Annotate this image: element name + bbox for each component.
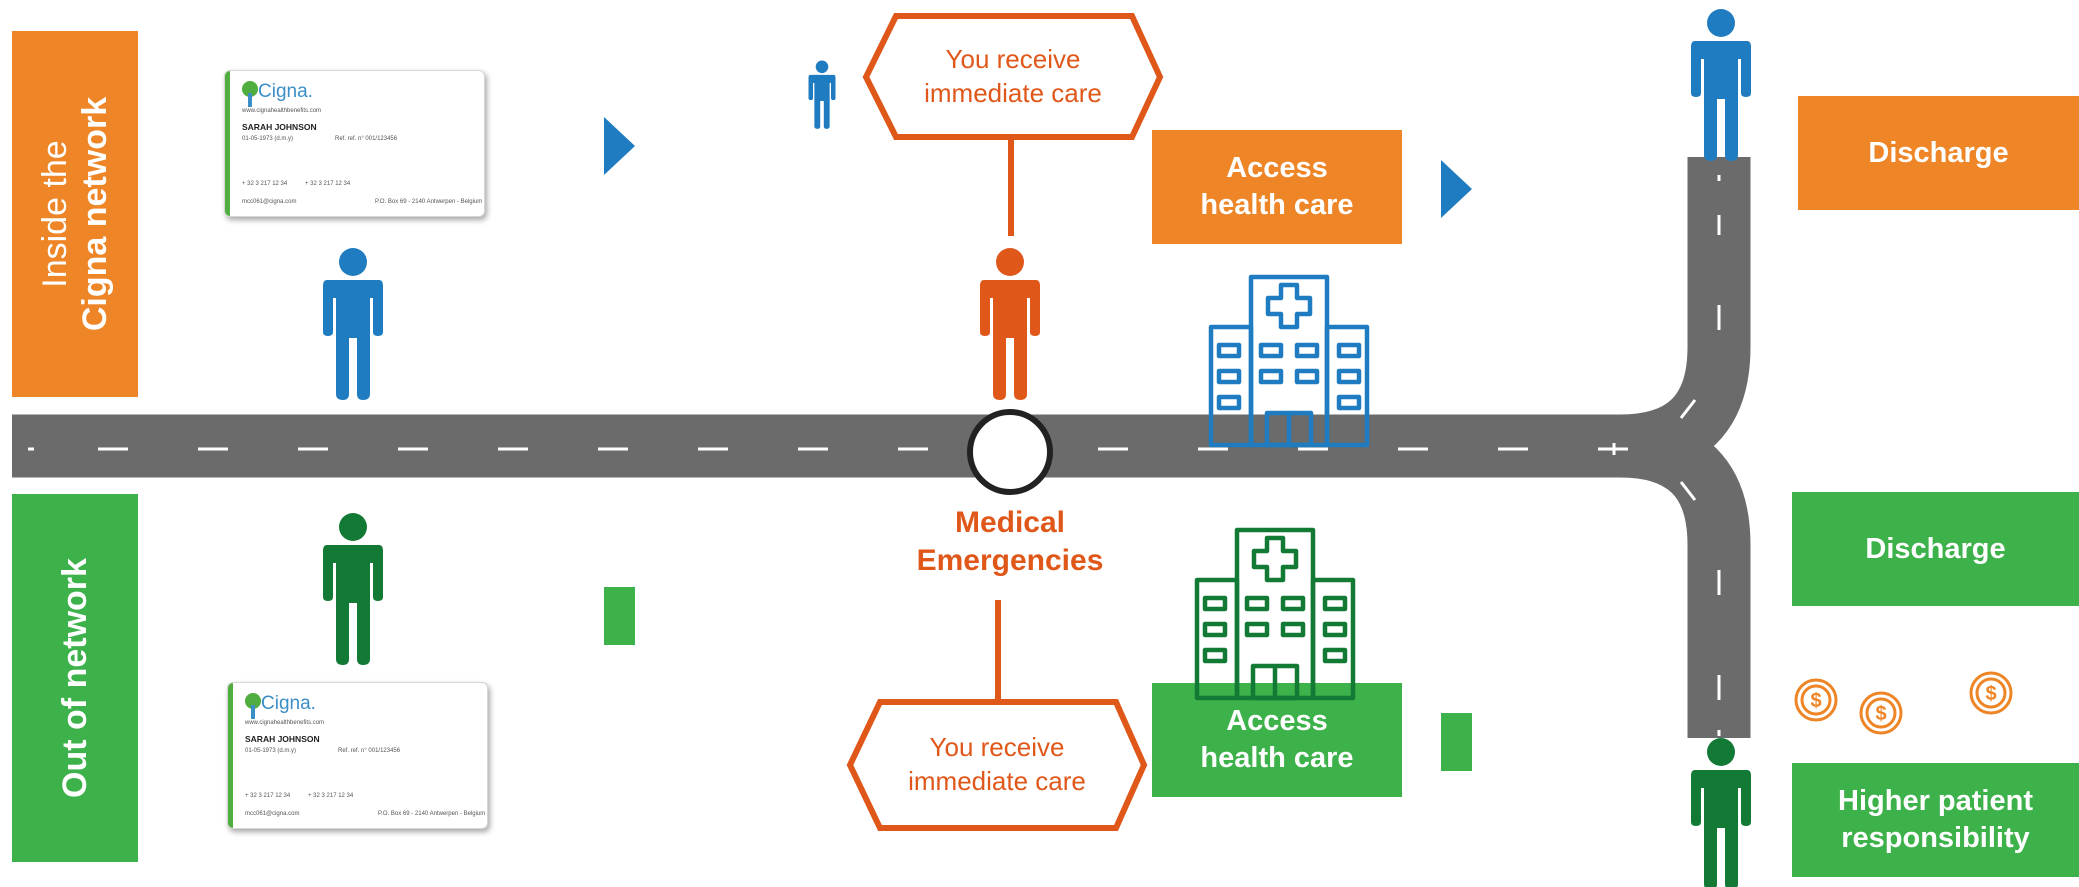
svg-text:$: $ xyxy=(1985,683,1996,705)
svg-text:$: $ xyxy=(1810,690,1821,712)
card-brand: Cigna. xyxy=(258,81,313,102)
card-holder: SARAH JOHNSON xyxy=(242,122,317,132)
cigna-tree-icon xyxy=(245,693,261,719)
arrow-icon xyxy=(604,117,635,175)
card-address: P.O. Box 69 - 2140 Antwerpen - Belgium xyxy=(375,199,483,205)
arrow-icon xyxy=(1441,160,1472,218)
cigna-card-icon: Cigna. www.cignahealthbenefits.com SARAH… xyxy=(227,682,488,829)
discharge-top: Discharge xyxy=(1798,96,2079,210)
card-website: www.cignahealthbenefits.com xyxy=(242,108,322,114)
inside-network-label: Inside the Cigna network xyxy=(12,31,138,397)
card-phone1: + 32 3 217 12 34 xyxy=(242,181,288,187)
card-email: mcc061@cigna.com xyxy=(245,811,300,817)
card-brand: Cigna. xyxy=(261,693,316,714)
out-of-network-label: Out of network xyxy=(12,494,138,862)
card-dob: 01-05-1973 (d.m.y) xyxy=(245,748,297,754)
medical-emergencies-label: Medical Emergencies xyxy=(916,506,1104,577)
card-ref: Ref. ref. n° 001/123456 xyxy=(335,136,398,142)
card-phone2: + 32 3 217 12 34 xyxy=(305,181,351,187)
card-website: www.cignahealthbenefits.com xyxy=(245,720,325,726)
cigna-card-icon: Cigna. www.cignahealthbenefits.com SARAH… xyxy=(224,70,485,217)
card-ref: Ref. ref. n° 001/123456 xyxy=(338,748,401,754)
arrow-icon xyxy=(1441,713,1472,771)
card-email: mcc061@cigna.com xyxy=(242,199,297,205)
discharge-bottom: Discharge xyxy=(1792,492,2079,606)
cigna-tree-icon xyxy=(242,81,258,107)
card-phone2: + 32 3 217 12 34 xyxy=(308,793,354,799)
arrow-icon xyxy=(604,587,635,645)
svg-text:$: $ xyxy=(1875,703,1886,725)
card-phone1: + 32 3 217 12 34 xyxy=(245,793,291,799)
card-address: P.O. Box 69 - 2140 Antwerpen - Belgium xyxy=(378,811,486,817)
card-holder: SARAH JOHNSON xyxy=(245,734,320,744)
card-dob: 01-05-1973 (d.m.y) xyxy=(242,136,294,142)
